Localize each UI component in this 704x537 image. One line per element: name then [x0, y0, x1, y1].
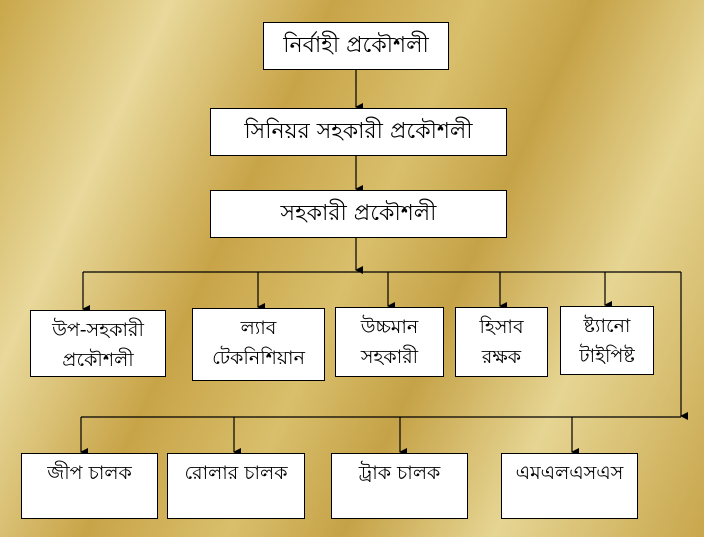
node-truck-driver: ট্রাক চালক: [331, 453, 468, 519]
node-senior-assistant-engineer: সিনিয়র সহকারী প্রকৌশলী: [210, 108, 507, 156]
node-label: সহকারী প্রকৌশলী: [280, 201, 437, 226]
node-label: ল্যাব: [240, 317, 277, 339]
node-lab-technician: ল্যাব টেকনিশিয়ান: [192, 308, 325, 381]
node-executive-engineer: নির্বাহী প্রকৌশলী: [263, 22, 449, 70]
node-upper-division-assistant: উচ্চমান সহকারী: [335, 307, 444, 377]
node-label: জীপ চালক: [47, 462, 132, 484]
node-label: উপ-সহকারী: [52, 319, 144, 341]
node-label: ষ্ট্যানো: [583, 315, 631, 337]
node-label: টেকনিশিয়ান: [212, 347, 305, 369]
node-label: সিনিয়র সহকারী প্রকৌশলী: [244, 119, 473, 144]
node-roller-driver: রোলার চালক: [167, 453, 305, 519]
node-label: টাইপিষ্ট: [579, 345, 635, 367]
node-jeep-driver: জীপ চালক: [21, 453, 158, 519]
node-assistant-engineer: সহকারী প্রকৌশলী: [210, 190, 507, 238]
node-label: রক্ষক: [481, 346, 522, 368]
node-label: রোলার চালক: [184, 462, 288, 484]
node-label: সহকারী: [360, 346, 419, 368]
node-label: এমএলএসএস: [515, 462, 624, 484]
node-accountant: হিসাব রক্ষক: [455, 307, 548, 377]
node-label: উচ্চমান: [360, 316, 419, 338]
node-mlss: এমএলএসএস: [501, 453, 638, 519]
node-label: হিসাব: [479, 316, 524, 338]
node-steno-typist: ষ্ট্যানো টাইপিষ্ট: [560, 306, 654, 375]
node-sub-assistant-engineer: উপ-সহকারী প্রকৌশলী: [30, 310, 166, 377]
node-label: নির্বাহী প্রকৌশলী: [283, 33, 429, 58]
node-label: প্রকৌশলী: [62, 349, 134, 371]
node-label: ট্রাক চালক: [358, 462, 441, 484]
